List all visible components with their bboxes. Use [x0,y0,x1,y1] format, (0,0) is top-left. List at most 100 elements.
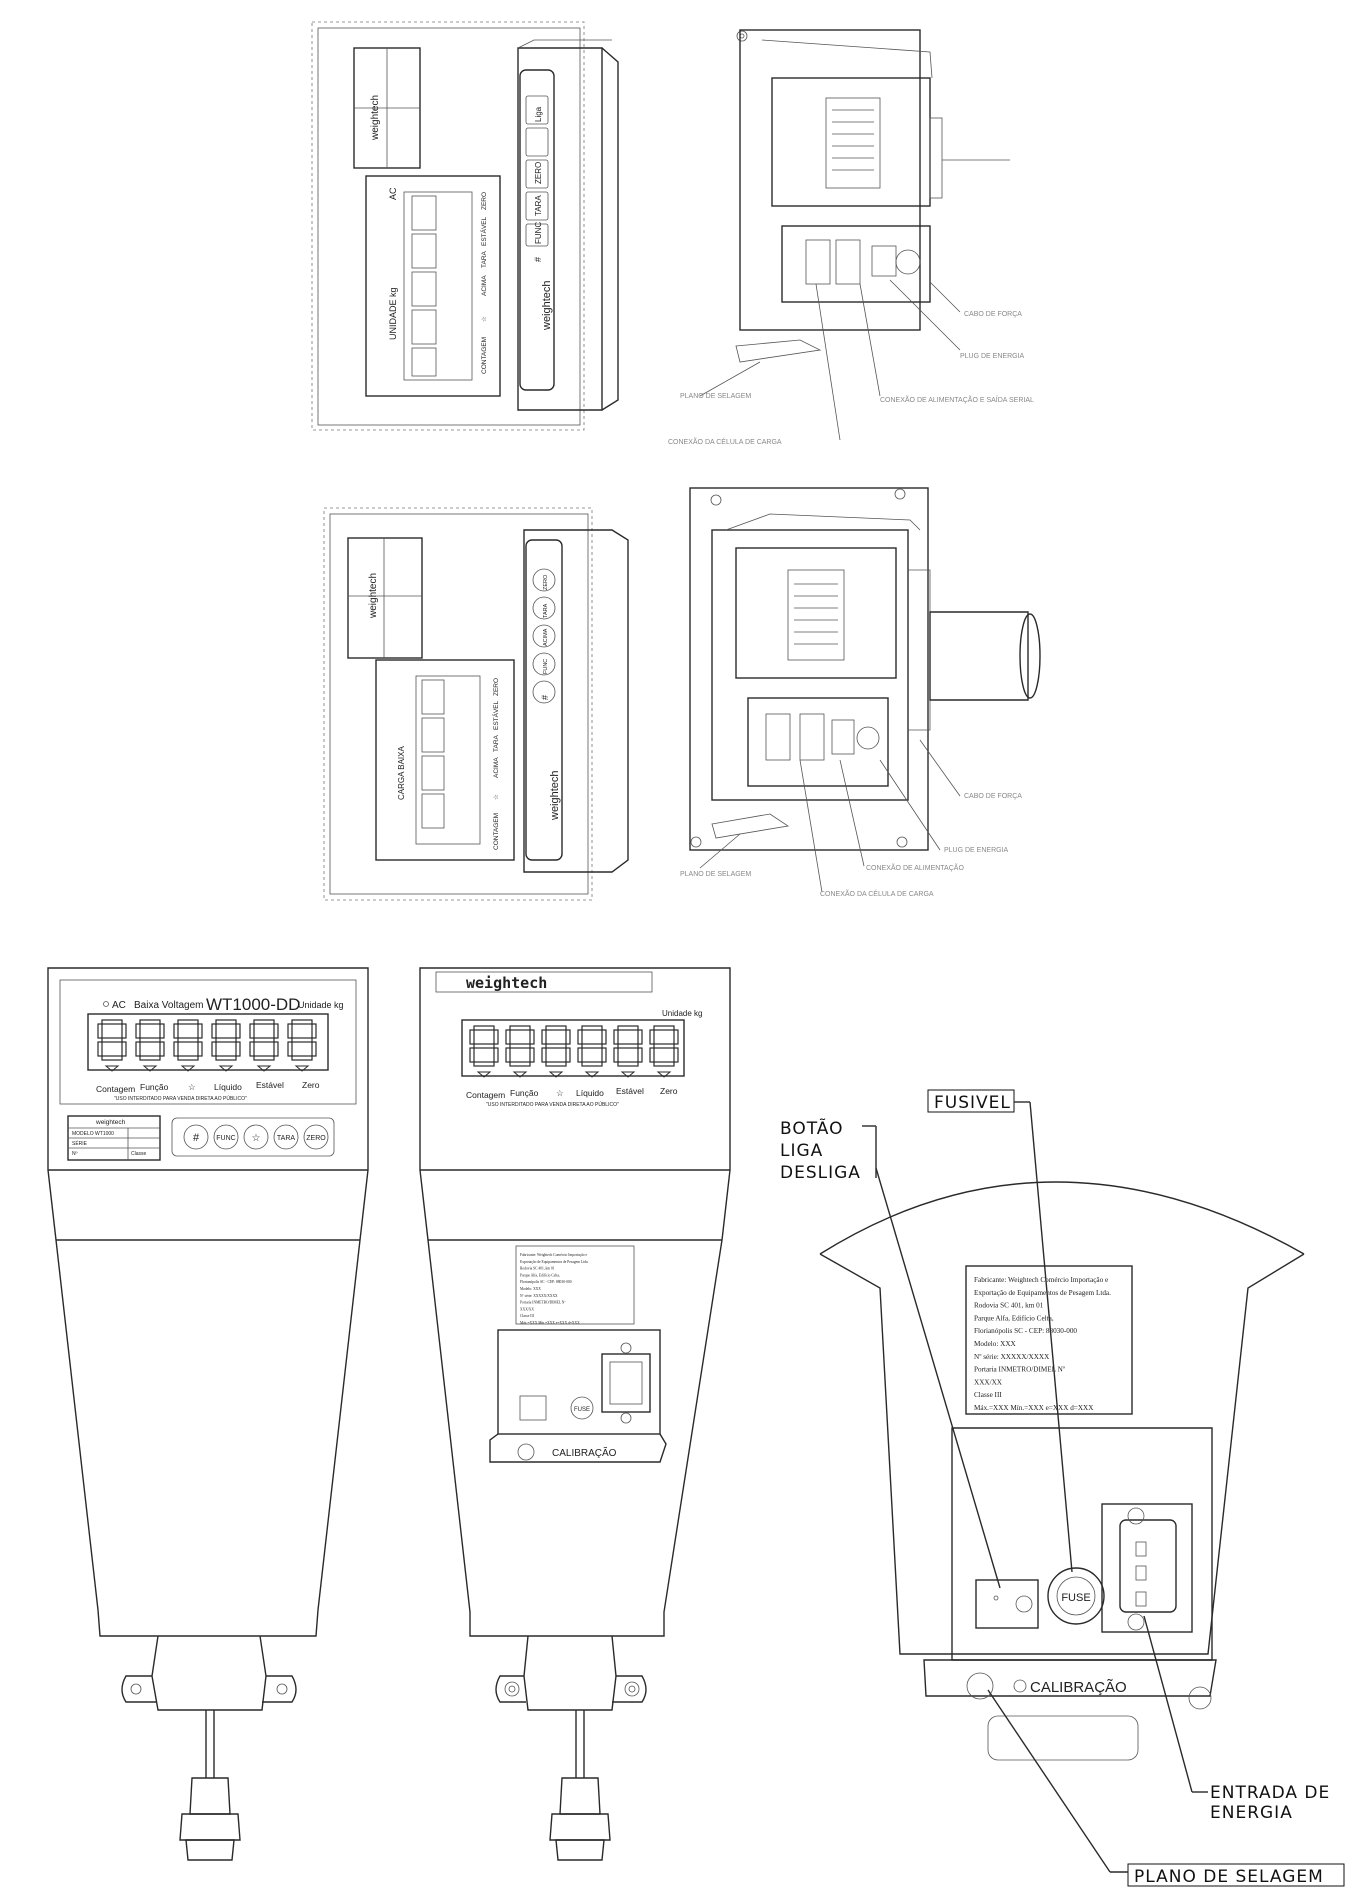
plate-text-line: XXX/XX [974,1378,1003,1386]
db9-connector [835,239,861,285]
plate-brand: weightech [370,95,381,141]
plate-text-line: Fabricante: Weightech Comércio Importaçã… [520,1253,588,1257]
key-label: ☆ [252,1133,261,1144]
rear-plate [787,569,845,661]
func-label: Líquido [214,1082,242,1092]
power-switch [519,1395,547,1421]
key [532,624,556,648]
cable-connector [189,1777,231,1815]
callout-plano: PLANO DE SELAGEM [1134,1867,1324,1887]
digit [421,793,445,829]
front-view: AC Baixa Voltagem WT1000-DD Unidade kg C… [47,967,369,1861]
display-digits [469,1025,679,1078]
key [525,127,549,157]
display-digit [649,1025,679,1078]
callout-fusivel: FUSIVEL [934,1093,1011,1113]
lcd-display [87,1013,329,1071]
power-plug [895,249,921,275]
rear-label: PLANO DE SELAGEM [680,393,751,400]
brand-label: weightech [466,974,547,992]
db9-connector [805,239,831,285]
display-panel [365,175,501,397]
rear-connector-panel [747,697,889,787]
rear-label: CABO DE FORÇA [964,793,1022,800]
calibration-screw [517,1443,535,1461]
digit [411,233,437,269]
digit [411,271,437,307]
plate-text-line: Fabricante: Weightech Comércio Importaçã… [974,1276,1108,1284]
display-digit [577,1025,607,1078]
func-label: Estável [256,1080,284,1090]
rear-label: PLUG DE ENERGIA [960,353,1025,360]
cable-connector [559,1777,601,1815]
func-label: CONTAGEM [493,813,500,850]
mount-bracket [151,1635,267,1711]
display-digit [97,1019,127,1072]
rear-label: PLUG DE ENERGIA [944,847,1009,854]
digit [411,309,437,345]
key [525,95,549,125]
func-label: CONTAGEM [481,337,488,374]
rear-plate [515,1245,635,1325]
plate-text-line: Modelo: XXX [520,1287,541,1291]
key-label: TARA [277,1135,295,1142]
cable-gland [711,813,790,839]
key-func [213,1124,239,1150]
power-inlet [601,1353,651,1413]
func-label: ZERO [481,192,488,210]
display-digit [249,1019,279,1072]
middle-left-view: weightech CARGA BAIXA CONTAGEM ☆ ACIMA T… [323,507,629,901]
unit-label: UNIDADE kg [388,287,398,340]
detail-power-inlet [1101,1503,1193,1633]
key-tara [273,1124,299,1150]
detail-plate [965,1265,1133,1415]
plate-text-line: Exportação de Equipamentos de Pesagem Lt… [974,1289,1111,1297]
func-label: ESTÁVEL [479,216,488,246]
brand-on-strip: weightech [541,280,553,331]
key-label: ZERO [543,574,549,590]
plate-text-line: Classe III [974,1391,1002,1399]
fuse-label: FUSE [574,1407,590,1413]
display-digit [173,1019,203,1072]
key-label: ACIMA [543,628,549,646]
callout-botao: BOTÃO [780,1117,844,1139]
notice-text: "USO INTERDITADO PARA VENDA DIRETA AO PÚ… [486,1101,619,1108]
func-label: ZERO [493,678,500,696]
key [525,191,549,221]
plate-text-line: Portaria INMETRO/DIMEL Nº [520,1301,566,1305]
callout-botao: LIGA [780,1141,823,1161]
plate-text-line: Nº série: XXXXX/XXXX [974,1353,1050,1361]
key-label: # [193,1132,200,1144]
key [532,680,556,704]
key-label: TARA [534,195,543,216]
detail-fuse-holder [1047,1567,1105,1625]
digit [421,755,445,791]
unit-label: Unidade kg [662,1009,702,1018]
keypad-strip [525,539,563,861]
func-label: ESTÁVEL [491,700,500,730]
detail-plate-lines: Fabricante: Weightech Comércio Importaçã… [974,1276,1111,1412]
rear-label: CABO DE FORÇA [964,311,1022,318]
plate-text-line: Máx.=XXX Mín.=XXX e=XXX d=XXX [520,1321,580,1325]
mount-bracket [523,1635,617,1711]
rear-label: CONEXÃO DE ALIMENTAÇÃO E SAÍDA SERIAL [880,395,1034,404]
callout-entrada: ENTRADA DE [1210,1783,1330,1803]
key-label: # [533,257,543,262]
func-label: Zero [660,1086,678,1096]
key-label: # [540,695,550,700]
detail-view: Fabricante: Weightech Comércio Importaçã… [819,1181,1305,1761]
lcd-display [461,1019,685,1077]
digit [411,195,437,231]
calibration-label: CALIBRAÇÃO [552,1446,617,1459]
func-label: ACIMA [493,757,500,778]
digit [411,347,437,377]
leader-line [875,1167,1001,1589]
digit [421,679,445,715]
func-label: TARA [481,250,488,268]
db9-connector [799,713,825,761]
plate-text-line: Florianópolis SC - CEP: 88030-000 [520,1280,572,1284]
rear-connector-panel [497,1329,661,1435]
fuse-holder [570,1396,594,1420]
plate-text-line: Florianópolis SC - CEP: 88030-000 [974,1327,1077,1335]
plate-text-line: Máx.=XXX Mín.=XXX e=XXX d=XXX [974,1404,1094,1412]
